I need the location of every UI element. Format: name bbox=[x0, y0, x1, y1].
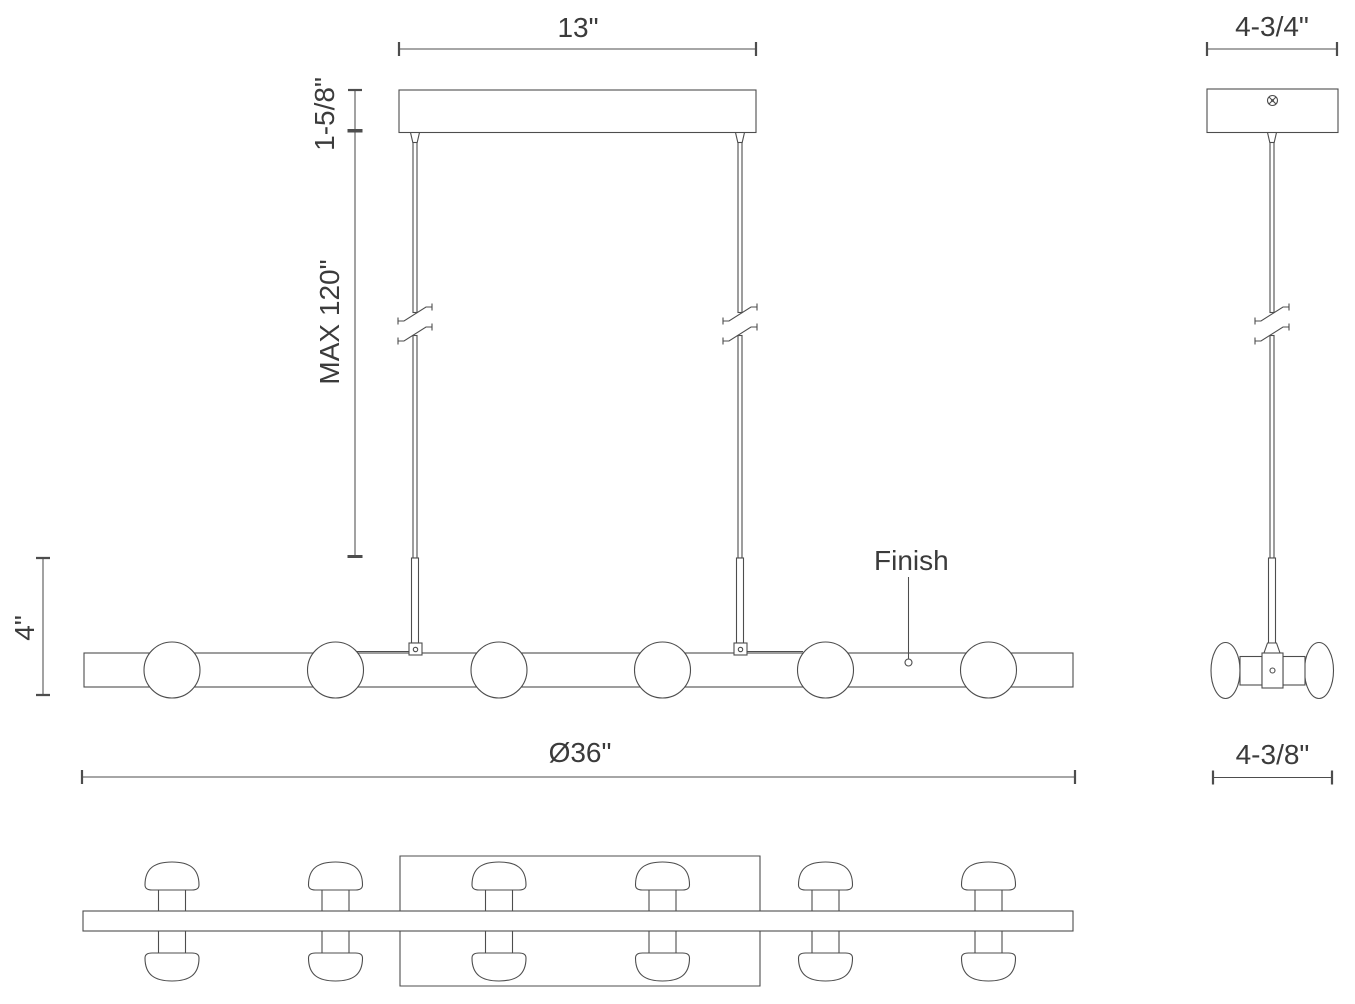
plan-fixture-bar bbox=[82, 910, 1074, 932]
side-canopy bbox=[1206, 88, 1339, 134]
finish-leader-dot bbox=[904, 658, 913, 667]
dim-label-front-canopy-width: 13" bbox=[557, 12, 598, 43]
plan-canopy-outline bbox=[399, 855, 761, 987]
bulb bbox=[959, 641, 1018, 699]
finish-label: Finish bbox=[874, 545, 949, 576]
left-stem bbox=[397, 131, 433, 644]
dim-max-suspension: MAX 120" bbox=[314, 131, 363, 558]
dim-side-fixture-depth: 4-3/8" bbox=[1211, 739, 1334, 785]
dim-label-front-canopy-height: 1-5/8" bbox=[309, 77, 340, 151]
dim-label-overall-length: Ø36" bbox=[549, 737, 612, 768]
dim-label-side-fixture-depth: 4-3/8" bbox=[1236, 739, 1310, 770]
dim-label-max-suspension: MAX 120" bbox=[314, 259, 345, 384]
center-hub-block bbox=[1261, 652, 1284, 689]
plan-view bbox=[82, 855, 1074, 987]
bulb bbox=[143, 641, 201, 699]
side-view bbox=[1206, 88, 1339, 700]
front-canopy bbox=[398, 89, 757, 134]
dim-fixture-height: 4" bbox=[9, 556, 50, 697]
left-mount-block bbox=[408, 642, 423, 656]
bulb bbox=[306, 641, 365, 699]
dim-front-canopy-height: 1-5/8" bbox=[309, 77, 363, 151]
dim-front-canopy-width: 13" bbox=[397, 12, 758, 56]
side-stem bbox=[1254, 131, 1290, 644]
dim-overall-length: Ø36" bbox=[80, 737, 1077, 784]
side-bar-left bbox=[1239, 655, 1263, 686]
hub-screw-icon bbox=[1269, 667, 1276, 674]
right-mount-block bbox=[733, 642, 748, 656]
bulb bbox=[633, 641, 692, 699]
dim-side-canopy-width: 4-3/4" bbox=[1205, 11, 1339, 56]
right-stem bbox=[722, 131, 758, 644]
canopy-screw-icon bbox=[1266, 94, 1279, 107]
dimensions: 13" 1-5/8" MAX 120" 4" Ø36" bbox=[9, 11, 1339, 785]
bulb bbox=[796, 641, 855, 699]
bulb bbox=[470, 641, 528, 699]
side-bar-right bbox=[1282, 655, 1306, 686]
front-view bbox=[83, 89, 1074, 699]
bulb-side bbox=[1303, 641, 1335, 700]
dim-label-side-canopy-width: 4-3/4" bbox=[1235, 11, 1309, 42]
fixture-bar bbox=[83, 652, 1074, 688]
dim-label-fixture-height: 4" bbox=[9, 615, 40, 641]
finish-callout: Finish bbox=[874, 545, 949, 667]
stem-connector bbox=[1263, 642, 1281, 654]
bulb-side bbox=[1210, 641, 1241, 700]
